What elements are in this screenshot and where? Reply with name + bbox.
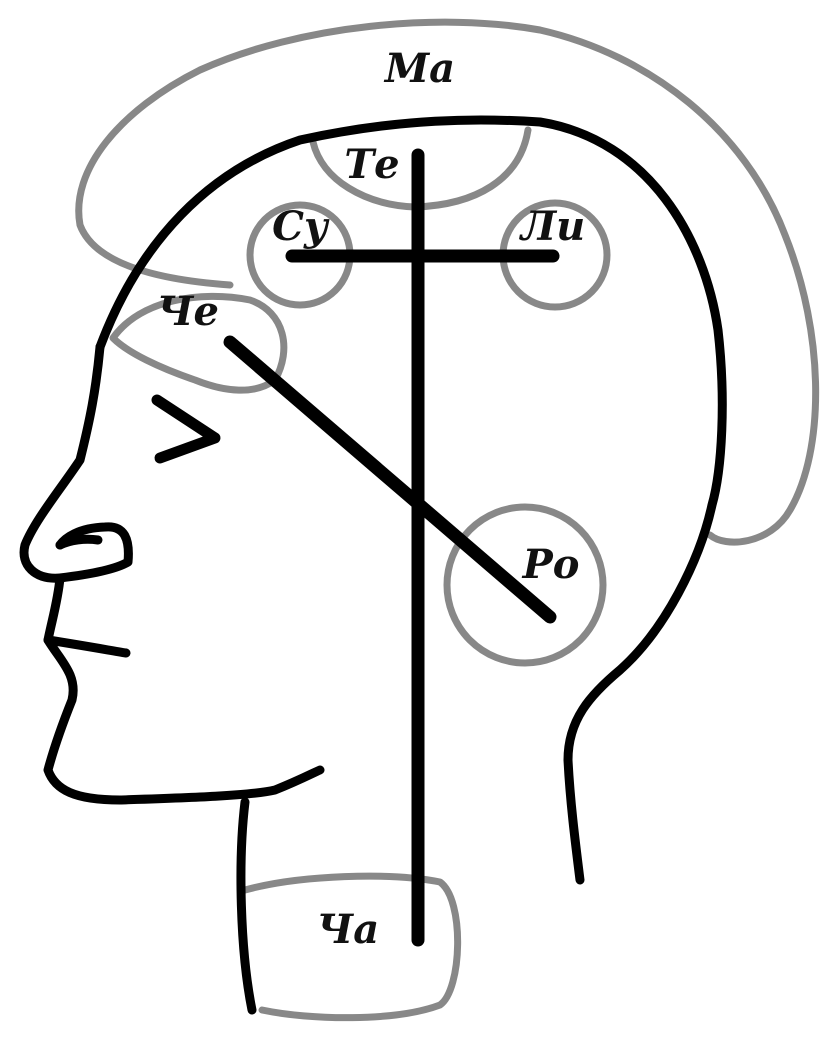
neck-front (236, 797, 257, 1015)
label-ro: Ро (522, 541, 580, 588)
zone-ma-arc (75, 18, 820, 546)
label-te: Те (344, 141, 399, 188)
eye-chevron (151, 394, 221, 464)
diagonal-axis-che-ro (223, 335, 557, 624)
label-su: Су (272, 203, 330, 250)
nostril-mark (55, 534, 103, 550)
zone-che-lens (109, 292, 288, 394)
zone-ro-circle (443, 503, 607, 667)
mouth-line (43, 635, 131, 658)
face-profile (19, 342, 133, 583)
chin-profile (43, 573, 325, 805)
label-che: Че (157, 288, 219, 335)
head-outline (95, 115, 727, 885)
label-ma: Ма (383, 45, 455, 92)
label-cha: Ча (317, 906, 379, 953)
label-li: Ли (519, 203, 585, 250)
zone-cha-band (241, 872, 462, 1022)
